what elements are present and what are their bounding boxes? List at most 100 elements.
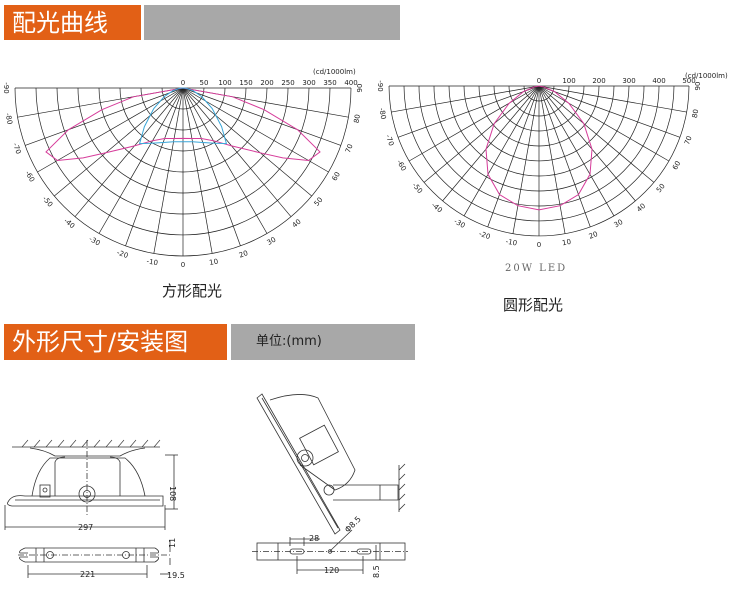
dim-bracket-offset: 8.5 bbox=[372, 565, 381, 578]
grid-spoke bbox=[538, 85, 670, 162]
grid-spoke bbox=[182, 87, 292, 217]
dim-hole-spacing: 221 bbox=[80, 570, 95, 579]
grid-spoke bbox=[182, 87, 268, 234]
radial-tick-label: 350 bbox=[323, 79, 336, 87]
grid-spoke bbox=[423, 85, 540, 183]
radial-tick-label: 400 bbox=[652, 77, 665, 85]
radial-tick-label: 50 bbox=[200, 79, 209, 87]
grid-spoke bbox=[98, 87, 184, 234]
angle-tick-label: 50 bbox=[313, 196, 325, 208]
angle-tick-label: -70 bbox=[11, 142, 22, 155]
angle-tick-label: 60 bbox=[331, 171, 342, 183]
chart-subtitle-round: 20W LED bbox=[505, 263, 568, 274]
grid-spoke bbox=[182, 87, 213, 254]
side-view-drawing bbox=[256, 393, 406, 535]
dim-slot-length: 28 bbox=[309, 534, 319, 543]
grid-spoke bbox=[182, 87, 329, 173]
angle-tick-label: 40 bbox=[291, 218, 303, 230]
radial-tick-label: 400 bbox=[344, 79, 357, 87]
dim-hole-diameter: Φ8.5 bbox=[343, 515, 363, 535]
dim-slot-width: 11 bbox=[168, 538, 177, 548]
curve-pink bbox=[45, 87, 321, 162]
grid-spoke bbox=[182, 87, 241, 246]
angle-tick-label: -10 bbox=[146, 257, 159, 267]
angle-tick-label: 60 bbox=[671, 160, 682, 172]
chart-caption-square: 方形配光 bbox=[162, 282, 223, 300]
angle-tick-label: 40 bbox=[635, 202, 647, 214]
radial-tick-label: 100 bbox=[218, 79, 231, 87]
angle-tick-label: 50 bbox=[655, 182, 667, 194]
unit-label: 单位:(mm) bbox=[231, 324, 415, 360]
angle-tick-label: 10 bbox=[562, 238, 572, 247]
curve-pink bbox=[485, 85, 593, 211]
radial-tick-label: 200 bbox=[592, 77, 605, 85]
section-title-light-curve: 配光曲线 bbox=[4, 5, 141, 40]
angle-tick-label: 30 bbox=[266, 236, 278, 247]
grid-spoke bbox=[408, 85, 540, 162]
grid-spoke bbox=[538, 85, 687, 113]
grid-spoke bbox=[54, 87, 184, 197]
grid-spoke bbox=[125, 87, 184, 246]
angle-tick-label: -80 bbox=[377, 107, 387, 120]
side-bracket-strip bbox=[252, 529, 408, 574]
angle-tick-label: 0 bbox=[181, 261, 185, 269]
grid-spoke bbox=[512, 85, 540, 234]
grid-spoke bbox=[74, 87, 184, 217]
angle-tick-label: -10 bbox=[505, 238, 518, 248]
radial-tick-label: 200 bbox=[260, 79, 273, 87]
radial-tick-label: 250 bbox=[281, 79, 294, 87]
front-mounting-strip bbox=[18, 540, 171, 578]
grid-spoke bbox=[37, 87, 184, 173]
grid-spoke bbox=[182, 87, 312, 197]
radial-tick-label: 300 bbox=[302, 79, 315, 87]
angle-tick-label: 30 bbox=[613, 218, 625, 229]
angle-tick-label: -90 bbox=[376, 80, 384, 91]
angle-tick-label: -70 bbox=[384, 134, 395, 147]
grid-spoke bbox=[25, 87, 184, 146]
grid-spoke bbox=[463, 85, 540, 217]
grid-spoke bbox=[538, 85, 681, 138]
angle-tick-label: 80 bbox=[691, 109, 700, 119]
angle-tick-label: 70 bbox=[683, 135, 694, 146]
angle-tick-label: 70 bbox=[344, 143, 355, 154]
radial-tick-label: 500 bbox=[682, 77, 695, 85]
front-view-drawing bbox=[4, 439, 178, 530]
grid-spoke bbox=[538, 85, 566, 234]
dim-height: 108 bbox=[168, 486, 177, 501]
grid-spoke bbox=[391, 85, 540, 113]
grid-spoke bbox=[538, 85, 655, 183]
angle-tick-label: -20 bbox=[116, 249, 129, 260]
angle-tick-label: 10 bbox=[209, 258, 219, 267]
radial-tick-label: 150 bbox=[239, 79, 252, 87]
angle-tick-label: 20 bbox=[238, 249, 249, 260]
chart-caption-round: 圆形配光 bbox=[503, 296, 564, 314]
grid-spoke bbox=[538, 85, 591, 228]
curve-blue bbox=[138, 87, 228, 145]
dim-length: 297 bbox=[78, 523, 93, 532]
grid-spoke bbox=[182, 87, 341, 146]
unit-label: (cd/1000lm) bbox=[313, 68, 356, 76]
angle-tick-label: 80 bbox=[353, 114, 362, 124]
grid-spoke bbox=[397, 85, 540, 138]
angle-tick-label: -90 bbox=[2, 82, 10, 93]
angle-tick-label: -20 bbox=[478, 230, 491, 241]
angle-tick-label: 20 bbox=[588, 230, 599, 241]
grid-spoke bbox=[442, 85, 540, 202]
grid-spoke bbox=[487, 85, 540, 228]
angle-tick-label: 0 bbox=[537, 241, 541, 249]
dim-end-offset: 19.5 bbox=[167, 571, 185, 580]
grid-spoke bbox=[538, 85, 636, 202]
radial-tick-label: 0 bbox=[181, 79, 185, 87]
grid-spoke bbox=[153, 87, 184, 254]
angle-tick-label: 90 bbox=[356, 84, 364, 93]
unit-label: (cd/1000lm) bbox=[685, 72, 728, 80]
section-title-dimensions: 外形尺寸/安装图 bbox=[4, 324, 227, 360]
section-title-bar bbox=[144, 5, 400, 40]
angle-tick-label: 90 bbox=[694, 82, 702, 91]
grid-spoke bbox=[538, 85, 615, 217]
radial-tick-label: 300 bbox=[622, 77, 635, 85]
angle-tick-label: -80 bbox=[4, 112, 14, 125]
